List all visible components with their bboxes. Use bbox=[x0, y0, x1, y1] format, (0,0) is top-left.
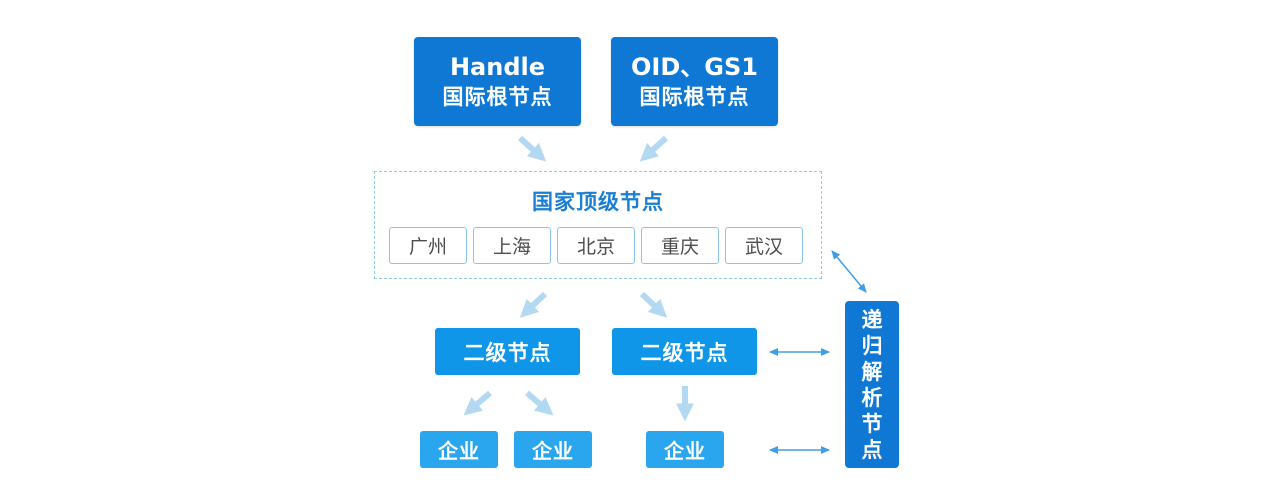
recursive-node-char: 解 bbox=[861, 359, 883, 384]
root-node-name: OID、GS1 bbox=[631, 52, 758, 81]
handle-root-node: Handle 国际根节点 bbox=[414, 37, 581, 126]
enterprise-node-1: 企业 bbox=[420, 431, 498, 468]
secondary-node-1: 二级节点 bbox=[435, 328, 580, 375]
enterprise-node-3: 企业 bbox=[646, 431, 724, 468]
arrow-root2-to-national bbox=[639, 135, 669, 162]
enterprise-node-2: 企业 bbox=[514, 431, 592, 468]
recursive-node-char: 节 bbox=[861, 411, 883, 436]
recursive-node-char: 点 bbox=[861, 437, 883, 462]
city-node-chongqing: 重庆 bbox=[641, 227, 719, 264]
arrow-second1-to-ent2 bbox=[525, 390, 554, 416]
root-node-label: 国际根节点 bbox=[442, 84, 553, 109]
recursive-node-char: 析 bbox=[861, 385, 883, 410]
national-node-title: 国家顶级节点 bbox=[532, 190, 664, 214]
city-node-wuhan: 武汉 bbox=[725, 227, 803, 264]
recursive-resolution-node: 递 归 解 析 节 点 bbox=[845, 301, 899, 468]
city-node-guangzhou: 广州 bbox=[389, 227, 467, 264]
arrow-second1-to-ent1 bbox=[463, 390, 492, 416]
root-node-name: Handle bbox=[449, 52, 546, 81]
city-node-shanghai: 上海 bbox=[473, 227, 551, 264]
recursive-node-char: 递 bbox=[861, 307, 883, 332]
recursive-node-char: 归 bbox=[861, 333, 883, 358]
arrow-national-to-second1 bbox=[519, 291, 548, 318]
national-top-level-node-group: 国家顶级节点 广州 上海 北京 重庆 武汉 bbox=[374, 171, 822, 279]
arrow-national-recursive bbox=[831, 250, 867, 293]
secondary-node-2: 二级节点 bbox=[612, 328, 757, 375]
arrow-national-to-second2 bbox=[639, 291, 668, 318]
oid-gs1-root-node: OID、GS1 国际根节点 bbox=[611, 37, 778, 126]
arrow-root1-to-national bbox=[517, 135, 547, 162]
root-node-label: 国际根节点 bbox=[639, 84, 750, 109]
city-node-beijing: 北京 bbox=[557, 227, 635, 264]
